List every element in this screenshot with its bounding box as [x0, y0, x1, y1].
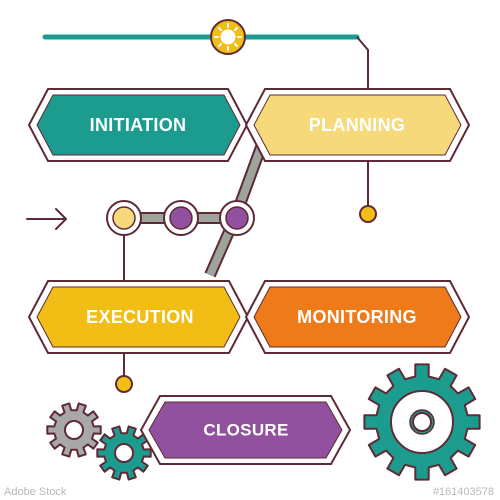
- planning-pin-dot: [359, 205, 377, 223]
- large-teal-gear-icon: [363, 363, 481, 481]
- stage-monitoring: MONITORING: [244, 280, 471, 354]
- gear-hole: [64, 420, 84, 440]
- gear-hole: [114, 443, 134, 463]
- stage-execution: EXECUTION: [27, 280, 250, 354]
- stage-planning: PLANNING: [244, 88, 471, 162]
- right-arrow-icon: [26, 208, 67, 230]
- connector-node-dot: [225, 206, 249, 230]
- stage-planning-label: PLANNING: [309, 115, 405, 135]
- stage-execution-label: EXECUTION: [86, 307, 194, 327]
- stage-monitoring-label: MONITORING: [297, 307, 417, 327]
- connector-node-dot: [169, 206, 193, 230]
- sun-icon: [210, 19, 246, 55]
- stage-closure-label: CLOSURE: [203, 421, 288, 440]
- small-teal-gear-icon: [96, 425, 152, 481]
- watermark-id: #161403578: [432, 486, 494, 498]
- stage-initiation: INITIATION: [27, 88, 249, 162]
- stage-initiation-label: INITIATION: [90, 115, 187, 135]
- small-gray-gear-icon: [46, 402, 102, 458]
- watermark-brand: Adobe Stock: [4, 486, 67, 498]
- gear-hole: [412, 412, 432, 432]
- execution-pin-dot: [115, 375, 133, 393]
- stage-closure: CLOSURE: [139, 395, 352, 465]
- connector-node-dot: [112, 206, 136, 230]
